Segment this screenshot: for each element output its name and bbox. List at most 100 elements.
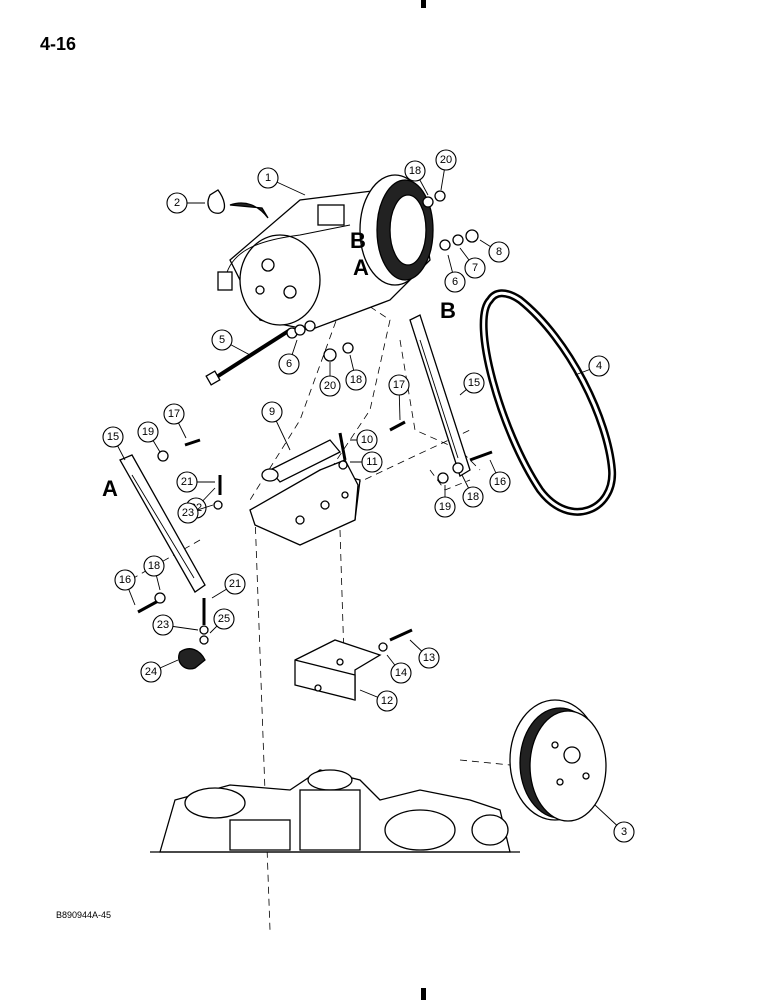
callout-circle xyxy=(163,403,185,425)
callout-label: 18 xyxy=(467,491,479,503)
callout-8: 8 xyxy=(479,239,510,263)
callout-label: 23 xyxy=(182,507,194,519)
callout-23: 23 xyxy=(177,502,214,524)
callout-25: 25 xyxy=(209,608,235,634)
callout-15: 15 xyxy=(459,372,485,396)
page-number: 4-16 xyxy=(40,34,77,54)
callout-circle xyxy=(166,192,188,214)
callout-label: 6 xyxy=(452,276,458,288)
callout-label: 1 xyxy=(265,172,271,184)
callout-label: 20 xyxy=(324,380,336,392)
callout-circle xyxy=(176,471,198,493)
mounting-bracket xyxy=(249,439,361,546)
callout-label: 16 xyxy=(119,574,131,586)
callout-21: 21 xyxy=(211,573,246,599)
callout-4: 4 xyxy=(574,355,610,377)
callout-circle xyxy=(435,149,457,171)
callout-label: 12 xyxy=(381,695,393,707)
callout-circle xyxy=(388,374,410,396)
callout-21: 21 xyxy=(176,471,215,493)
callout-18: 18 xyxy=(461,474,484,508)
callout-label: 9 xyxy=(269,406,275,418)
callout-label: 18 xyxy=(409,165,421,177)
callout-circle xyxy=(418,647,440,669)
callout-label: 16 xyxy=(494,476,506,488)
callout-circle xyxy=(137,421,159,443)
callout-19: 19 xyxy=(137,421,161,453)
callout-16: 16 xyxy=(489,459,511,493)
callout-circle xyxy=(434,496,456,518)
bottom-crop-mark xyxy=(421,988,426,1000)
engine-outline xyxy=(150,769,520,853)
callout-9: 9 xyxy=(261,401,291,451)
callout-10: 10 xyxy=(350,429,378,451)
spacer-block xyxy=(294,639,382,701)
callout-label: 14 xyxy=(395,667,407,679)
callout-17: 17 xyxy=(388,374,410,421)
callout-circle xyxy=(224,573,246,595)
callout-circle xyxy=(404,160,426,182)
callout-16: 16 xyxy=(114,569,136,606)
callout-label: 17 xyxy=(393,379,405,391)
callout-18: 18 xyxy=(404,160,429,196)
clamp xyxy=(178,648,206,670)
callout-label: 18 xyxy=(350,374,362,386)
callout-19: 19 xyxy=(434,485,456,518)
callout-circle xyxy=(213,608,235,630)
callout-label: 21 xyxy=(229,578,241,590)
callout-3: 3 xyxy=(594,804,635,843)
wire-clip xyxy=(207,189,269,219)
callout-circle xyxy=(345,369,367,391)
callout-circle xyxy=(278,353,300,375)
ref-letter-b-compressor: B xyxy=(350,228,366,253)
callout-circle xyxy=(140,661,162,683)
callout-17: 17 xyxy=(163,403,187,439)
callouts-layer: 1234566789101112131415151616171718181818… xyxy=(102,149,635,843)
figure-id: B890944A-45 xyxy=(56,910,112,920)
callout-circle xyxy=(444,271,466,293)
callout-circle xyxy=(390,662,412,684)
callout-circle xyxy=(613,821,635,843)
callout-circle xyxy=(152,614,174,636)
callout-circle xyxy=(177,502,199,524)
callout-5: 5 xyxy=(211,329,251,356)
compressor xyxy=(217,174,434,331)
callout-circle xyxy=(261,401,283,423)
callout-label: 25 xyxy=(218,613,230,625)
callout-label: 3 xyxy=(621,826,627,838)
pulley xyxy=(509,699,607,822)
drive-belt xyxy=(479,289,617,516)
callout-circle xyxy=(102,426,124,448)
callout-14: 14 xyxy=(386,654,412,684)
callout-label: 15 xyxy=(107,431,119,443)
callout-circle xyxy=(114,569,136,591)
callout-label: 13 xyxy=(423,652,435,664)
long-bolt xyxy=(205,328,292,386)
callout-label: 17 xyxy=(168,408,180,420)
callout-circle xyxy=(488,241,510,263)
ref-letter-a-compressor: A xyxy=(353,255,369,280)
callout-15: 15 xyxy=(102,426,126,461)
callout-2: 2 xyxy=(166,192,205,214)
callout-23: 23 xyxy=(152,614,199,636)
callout-circle xyxy=(376,690,398,712)
callout-circle xyxy=(489,471,511,493)
callout-label: 2 xyxy=(174,197,180,209)
top-crop-mark xyxy=(421,0,426,8)
callout-label: 19 xyxy=(142,426,154,438)
callout-label: 21 xyxy=(181,476,193,488)
callout-7: 7 xyxy=(459,247,486,279)
callout-13: 13 xyxy=(409,639,440,669)
callout-label: 19 xyxy=(439,501,451,513)
callout-label: 6 xyxy=(286,358,292,370)
callout-12: 12 xyxy=(359,689,398,712)
callout-6: 6 xyxy=(444,254,466,293)
callout-circle xyxy=(464,257,486,279)
callout-circle xyxy=(463,372,485,394)
callout-18: 18 xyxy=(345,354,367,391)
callout-24: 24 xyxy=(140,659,179,683)
callout-circle xyxy=(361,451,383,473)
callout-circle xyxy=(588,355,610,377)
callout-label: 20 xyxy=(440,154,452,166)
